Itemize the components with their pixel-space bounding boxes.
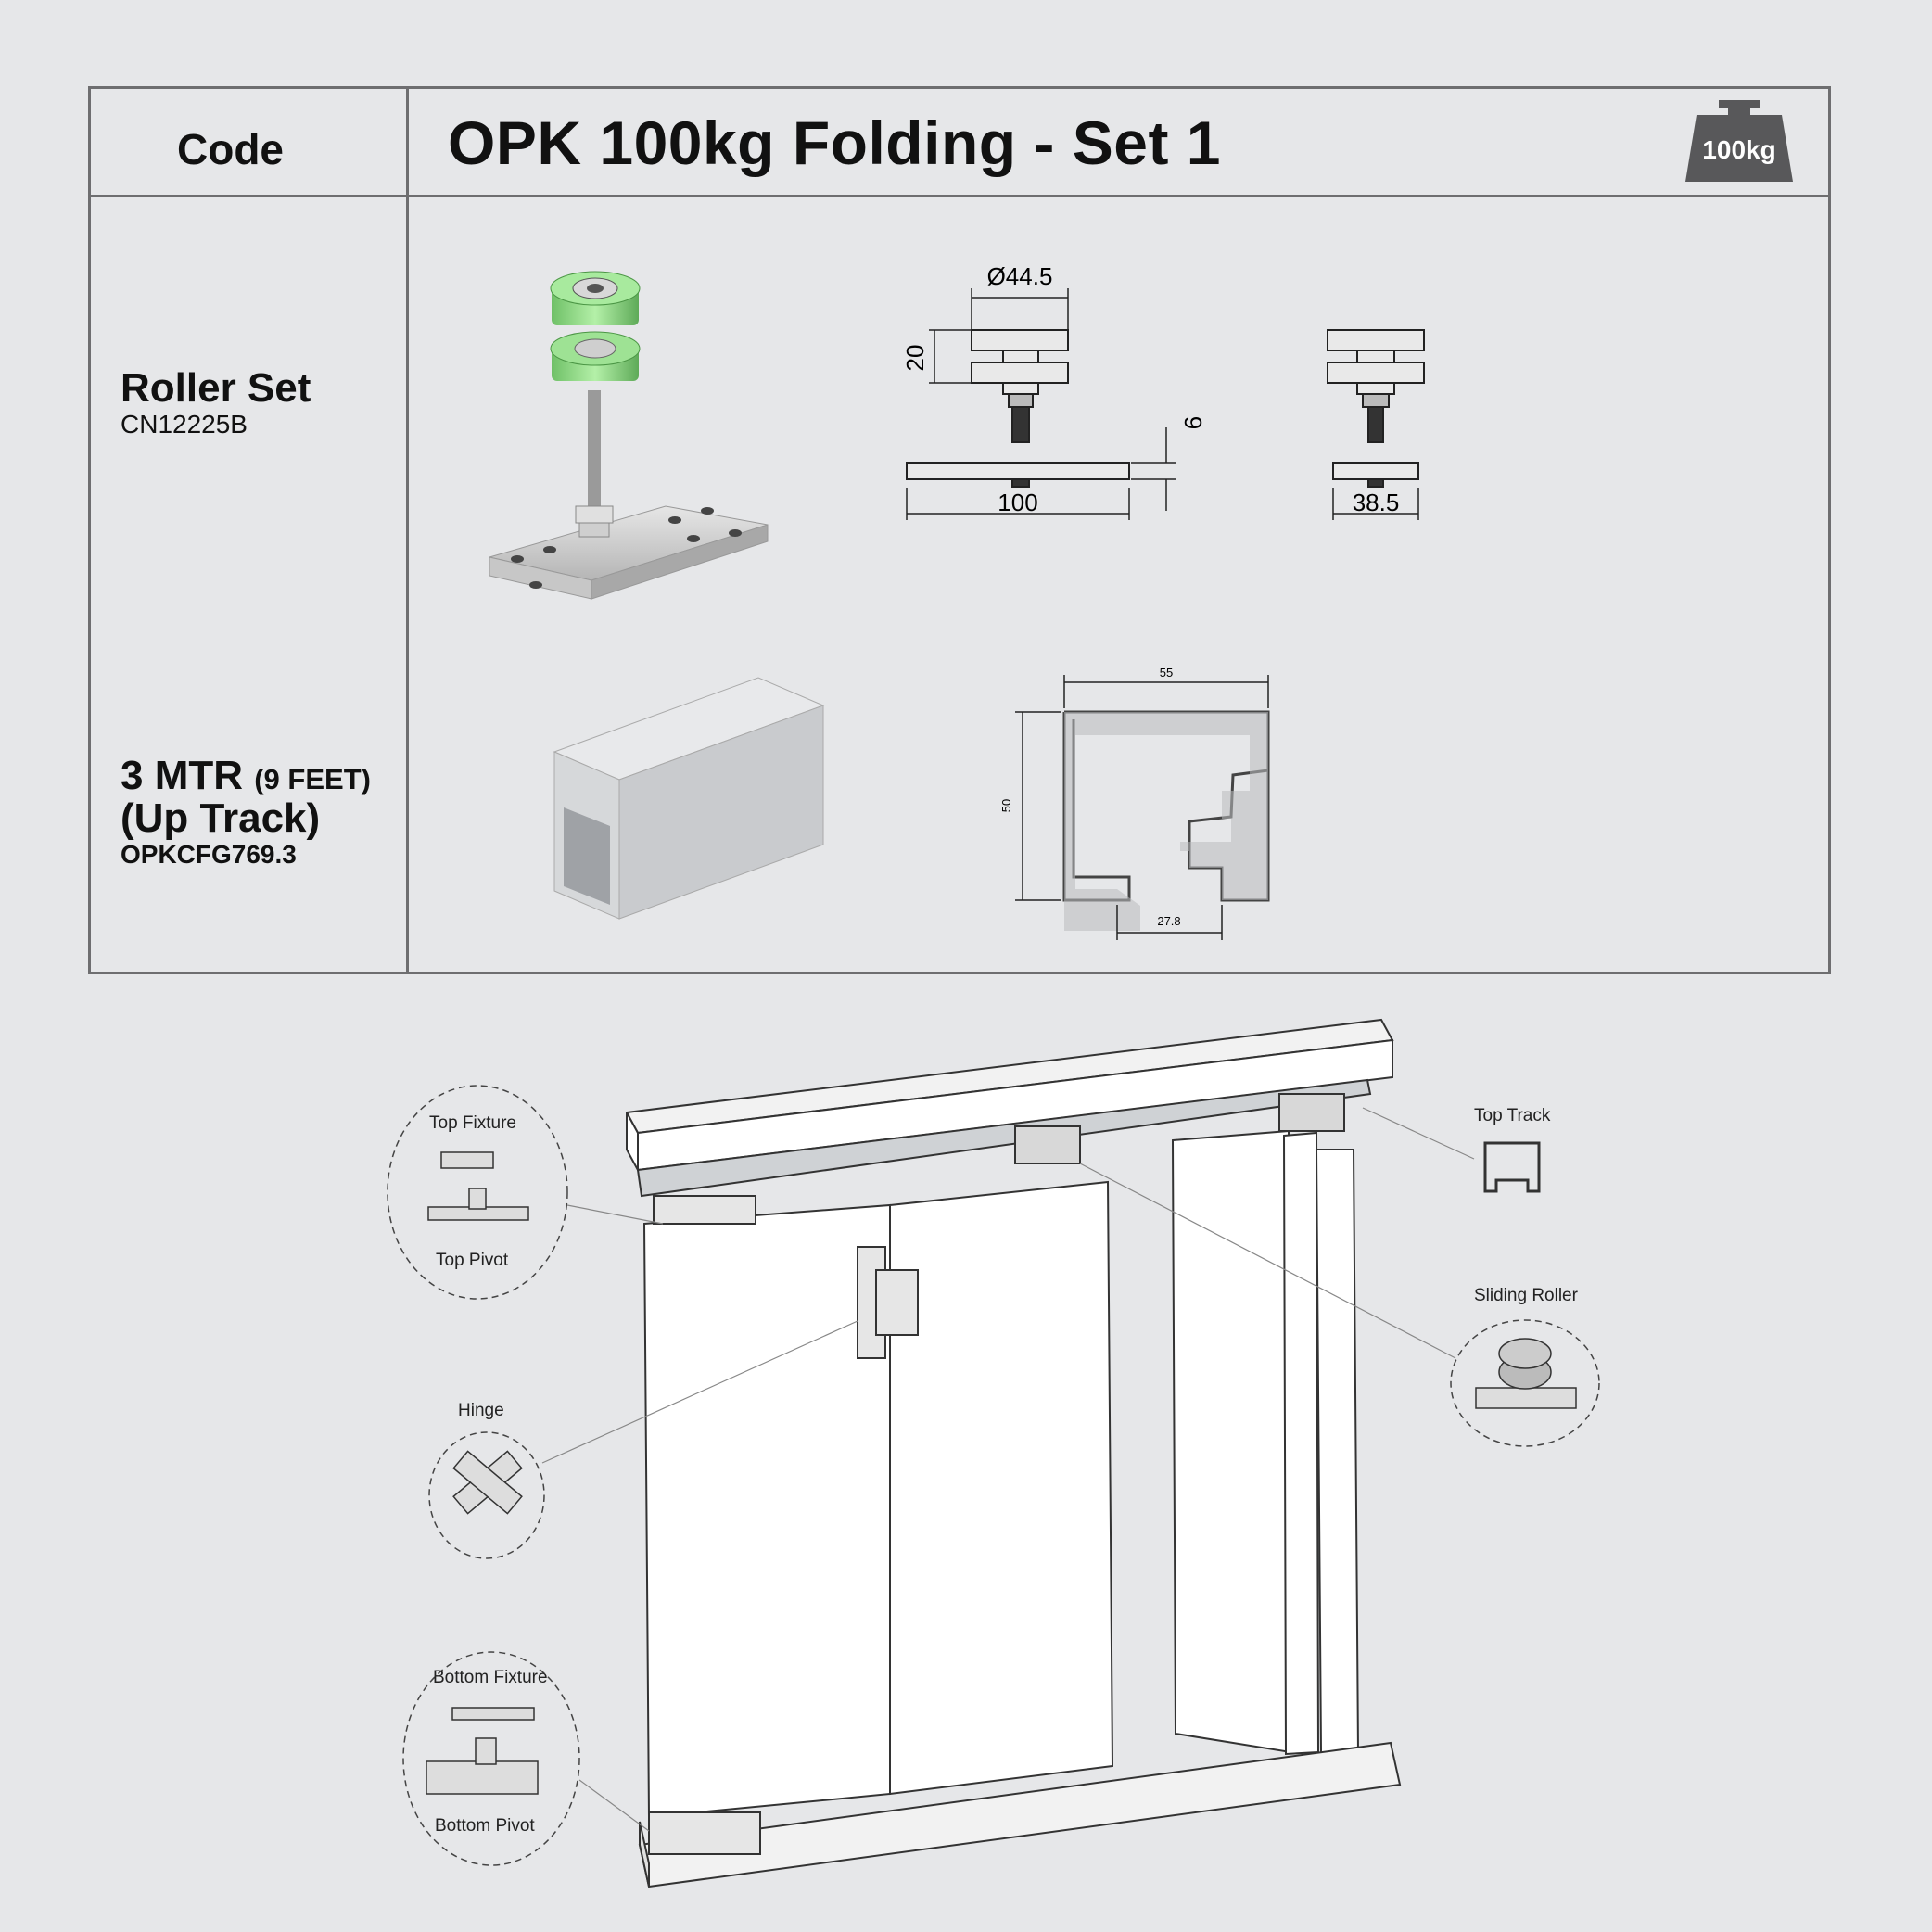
up-track-length: 3 MTR bbox=[121, 753, 243, 798]
dim-width: 38.5 bbox=[1353, 489, 1400, 516]
dim-length: 100 bbox=[998, 489, 1037, 516]
dim-plate-thickness: 9 bbox=[1179, 416, 1207, 429]
roller-technical-drawing: Ø44.5 20 9 100 38.5 bbox=[901, 262, 1425, 520]
up-track-label: 3 MTR (9 FEET) (Up Track) OPKCFG769.3 bbox=[121, 753, 371, 870]
weight-icon: 100kg bbox=[1684, 100, 1795, 182]
spec-table: Code OPK 100kg Folding - Set 1 100kg Rol… bbox=[88, 86, 1831, 974]
roller-set-label: Roller Set CN12225B bbox=[121, 365, 311, 439]
code-column-header: Code bbox=[177, 125, 284, 173]
table-divider-horizontal bbox=[91, 195, 1828, 197]
track-dim-width: 55 bbox=[1160, 666, 1173, 680]
up-track-name: (Up Track) bbox=[121, 795, 321, 842]
dim-height: 20 bbox=[901, 345, 929, 372]
up-track-technical-drawing: 55 50 27.8 bbox=[999, 666, 1270, 940]
up-track-feet: (9 FEET) bbox=[254, 763, 371, 795]
callout-top-track: Top Track bbox=[1474, 1106, 1551, 1125]
callout-top-pivot: Top Pivot bbox=[436, 1251, 509, 1270]
callout-top-fixture: Top Fixture bbox=[429, 1113, 516, 1133]
dim-diameter: Ø44.5 bbox=[987, 262, 1053, 290]
weight-badge-label: 100kg bbox=[1702, 135, 1776, 164]
callout-hinge: Hinge bbox=[458, 1401, 504, 1420]
callout-sliding-roller: Sliding Roller bbox=[1474, 1286, 1578, 1305]
track-dim-opening: 27.8 bbox=[1157, 914, 1180, 928]
roller-set-name: Roller Set bbox=[121, 365, 311, 411]
table-divider-vertical bbox=[406, 89, 409, 972]
roller-set-image bbox=[489, 271, 769, 600]
up-track-code: OPKCFG769.3 bbox=[121, 840, 297, 870]
up-track-image bbox=[553, 677, 825, 920]
callout-bottom-pivot: Bottom Pivot bbox=[435, 1816, 535, 1836]
track-dim-height: 50 bbox=[999, 799, 1013, 812]
product-title: OPK 100kg Folding - Set 1 bbox=[448, 108, 1221, 177]
roller-set-code: CN12225B bbox=[121, 410, 248, 439]
callout-bottom-fixture: Bottom Fixture bbox=[433, 1668, 548, 1687]
folding-door-assembly-diagram bbox=[387, 1018, 1600, 1888]
